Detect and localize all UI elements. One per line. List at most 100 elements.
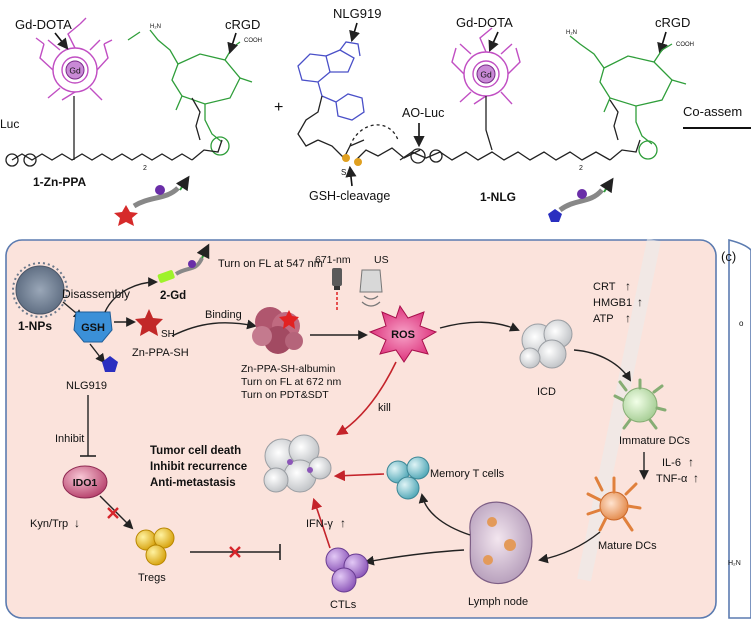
structure-1-zn-ppa: Gd Gd-DOTA H₂N COOH cRGD Luc 2 1-Zn-PPA (0, 17, 262, 226)
nanoparticle-icon (12, 262, 68, 318)
crgd-tip-icon-1 (175, 175, 190, 192)
tnfa-up-arrow: ↑ (693, 471, 699, 485)
zn-ppa-star-icon-1 (114, 205, 138, 226)
hmgb1-up-arrow: ↑ (637, 295, 643, 309)
gd-dota-label-2: Gd-DOTA (456, 15, 513, 30)
ros-label: ROS (391, 329, 415, 341)
sh-group-label: SH (161, 329, 175, 340)
il6-label: IL-6 (662, 457, 681, 469)
panel-c-edge (728, 238, 751, 619)
disassembly-label: Disassembly (62, 287, 130, 301)
disulfide-s-1 (342, 154, 350, 162)
structure-1-nlg: Gd-DOTA Gd cRGD H₂N COOH AO-Luc 2 1-NLG (399, 15, 751, 222)
tregs-label: Tregs (138, 572, 166, 584)
gd-dota-arrow-1 (54, 32, 69, 50)
gd-atom-label-2: Gd (480, 70, 492, 80)
icd-to-idc-arrow (573, 349, 632, 382)
crgd-label-2: cRGD (655, 15, 690, 30)
hmgb1-label: HMGB1 (593, 297, 632, 309)
nlg919-pentagon-icon-2 (102, 356, 118, 372)
gsh-to-nlg919-arrow (89, 343, 106, 364)
zn-ppa-sh-label: Zn-PPA-SH (132, 347, 189, 359)
disulfide-s-2 (354, 158, 362, 166)
gd-dota-label-1: Gd-DOTA (15, 17, 72, 32)
ultrasound-probe-icon (359, 269, 383, 307)
gd-atom-label-1: Gd (69, 66, 81, 76)
sulfur-label: S (341, 168, 346, 177)
binding-arrow (171, 319, 257, 337)
watermark-stroke (577, 238, 661, 582)
binding-label: Binding (205, 309, 242, 321)
compound-label-1-nlg: 1-NLG (480, 190, 516, 204)
nlg919-rings (297, 41, 365, 121)
ctls-label: CTLs (330, 599, 357, 611)
us-label: US (374, 254, 389, 266)
structure-nlg919: NLG919 S GSH-cleavage (297, 6, 421, 203)
gd-ball-icon-1 (155, 185, 165, 195)
gd-atom-2 (476, 64, 496, 84)
gd-ball-icon-2 (577, 189, 587, 199)
crgd-tip-icon-2 (599, 177, 614, 194)
memory-t-label: Memory T cells (430, 468, 505, 480)
gsh-icon (73, 311, 113, 343)
ido1-enzyme-icon (62, 465, 108, 499)
gsh-label: GSH (81, 322, 105, 334)
nlg919-label-bottom: NLG919 (66, 380, 107, 392)
zn-ppa-star-icon-2 (135, 309, 163, 336)
probe-body-icon-2 (558, 188, 604, 213)
peg-index-1: 2 (143, 165, 147, 172)
immature-dc-icon (613, 378, 667, 430)
compound-label-1-zn-ppa: 1-Zn-PPA (33, 175, 86, 189)
tregs-icon (135, 527, 175, 566)
ctls-icon (325, 547, 369, 593)
albumin-label-line2: Turn on FL at 672 nm (241, 376, 341, 388)
probe-body-icon-1 (132, 186, 180, 209)
kyn-trp-label: Kyn/Trp (30, 518, 68, 530)
wavelength-label: 671-nm (315, 254, 351, 266)
albumin-protein-icon (252, 307, 303, 354)
atp-up-arrow: ↑ (625, 311, 631, 325)
fl-547-label: Turn on FL at 547 nm (218, 258, 323, 270)
2-gd-icon (157, 243, 210, 283)
mdc-to-lymph-arrow (538, 531, 601, 564)
kyn-trp-down-arrow: ↓ (74, 516, 80, 530)
ido1-label: IDO1 (73, 477, 98, 489)
cooh-label-1: COOH (244, 38, 262, 44)
gsh-cleavage-label: GSH-cleavage (309, 189, 390, 203)
crgd-arrow-1 (227, 32, 239, 55)
crgd-nh2-1: H₂N (150, 24, 161, 30)
ido1-to-tregs-arrow (99, 495, 134, 530)
ido1-block-x-icon (107, 507, 119, 519)
inhibit-recurrence-label: Inhibit recurrence (150, 461, 247, 473)
immature-dcs-label: Immature DCs (619, 435, 690, 447)
lymph-node-label: Lymph node (468, 596, 528, 608)
gd-dota-arrow-2 (488, 31, 499, 53)
lymph-node-icon (469, 501, 533, 585)
icd-label: ICD (537, 386, 556, 398)
tumor-death-label: Tumor cell death (150, 445, 241, 457)
tumor-cells-icon (263, 434, 332, 493)
icd-cells-icon (519, 319, 573, 369)
2-gd-label: 2-Gd (160, 290, 186, 302)
albumin-label-line3: Turn on PDT&SDT (241, 389, 329, 401)
gd-dota-cage-1 (35, 17, 113, 101)
nlg919-arrow-top (349, 22, 360, 43)
cooh-label-2: COOH (676, 42, 694, 48)
mature-dc-icon (586, 476, 642, 532)
panel-c-fragment-o: o (739, 319, 744, 328)
crgd-arrow-2 (657, 31, 668, 55)
crgd-ring-1 (127, 29, 253, 156)
gd-atom-1 (65, 60, 85, 80)
backbone-1 (5, 96, 223, 167)
nlg919-pentagon-icon-1 (548, 209, 562, 222)
crt-up-arrow: ↑ (625, 279, 631, 293)
luc-fragment-label: Luc (0, 117, 19, 131)
ros-to-icd-arrow (439, 321, 520, 332)
np-label: 1-NPs (18, 319, 52, 333)
ros-burst-icon (368, 304, 438, 363)
gsh-to-2gd-arrow (104, 277, 158, 313)
ros-kill-arrow (336, 361, 397, 436)
gsh-cleavage-arrow (345, 165, 357, 187)
ctls-to-tumor-arrow (311, 497, 331, 549)
